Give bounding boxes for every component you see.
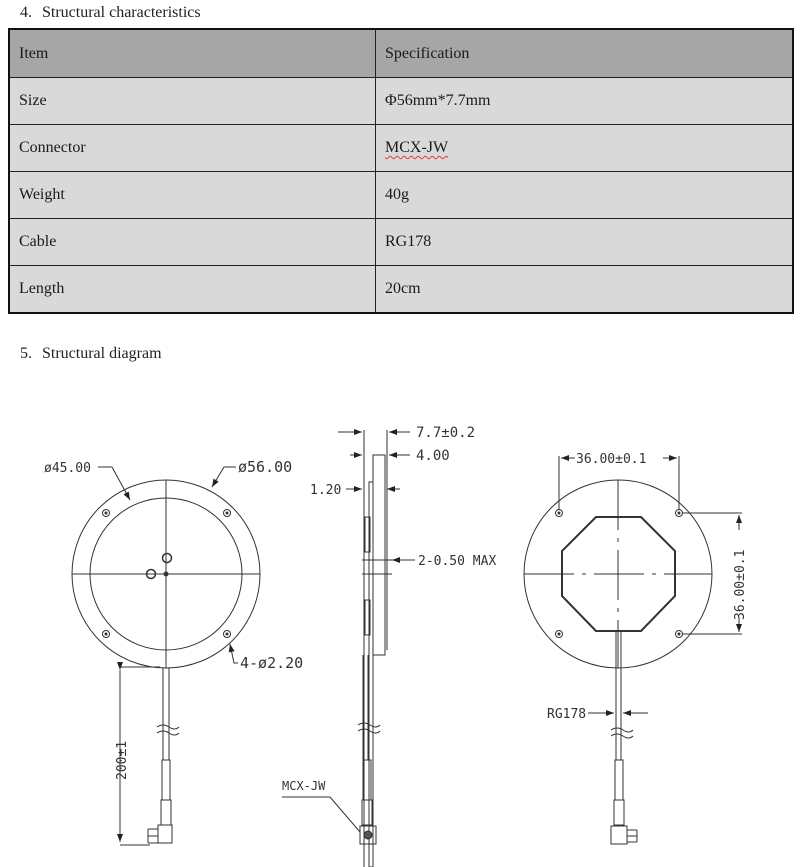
row-item: Weight [8, 171, 376, 219]
cable-length-label: 200±1 [115, 741, 130, 780]
row-item: Size [8, 77, 376, 125]
body-thickness-label: 4.00 [416, 448, 450, 464]
side-view: 7.7±0.2 4.00 1.20 2-0.50 MAX MCX-JW [282, 425, 496, 867]
spellcheck-underlined-text: MCX-JW [385, 139, 449, 156]
holes-label: 4-ø2.20 [240, 654, 303, 672]
connector-label: MCX-JW [282, 779, 326, 793]
back-view: 36.00±0.1 36.00±0.1 RG178 [523, 452, 748, 845]
total-thickness-label: 7.7±0.2 [416, 425, 475, 441]
table-header-row: Item Specification [8, 28, 794, 78]
cable-type-label: RG178 [547, 707, 586, 722]
section-heading-structural-diagram: 5. Structural diagram [20, 345, 162, 363]
front-view: ø45.00 ø56.00 4-ø2.20 200±1 [44, 458, 303, 846]
table-row: Weight 40g [8, 171, 794, 219]
table-row: Connector MCX-JW [8, 124, 794, 172]
row-spec: Φ56mm*7.7mm [375, 77, 794, 125]
table-row: Size Φ56mm*7.7mm [8, 77, 794, 125]
table-row: Cable RG178 [8, 218, 794, 266]
header-item: Item [8, 28, 376, 78]
vertical-spacing-label: 36.00±0.1 [733, 550, 748, 620]
horizontal-spacing-label: 36.00±0.1 [576, 452, 646, 467]
plate-thickness-label: 1.20 [310, 483, 341, 498]
outer-diameter-label: ø56.00 [238, 458, 292, 476]
row-spec: 40g [375, 171, 794, 219]
section-number: 4. [20, 4, 32, 21]
section-heading-structural-characteristics: 4. Structural characteristics [20, 4, 201, 22]
table-row: Length 20cm [8, 265, 794, 314]
mounting-holes [102, 509, 231, 638]
section-title: Structural diagram [42, 345, 162, 362]
protrusion-label: 2-0.50 MAX [418, 554, 496, 569]
row-item: Length [8, 265, 376, 314]
spec-table: Item Specification Size Φ56mm*7.7mm Conn… [8, 28, 794, 314]
row-spec: 20cm [375, 265, 794, 314]
header-specification: Specification [375, 28, 794, 78]
section-title: Structural characteristics [42, 4, 201, 21]
row-item: Connector [8, 124, 376, 172]
row-spec: RG178 [375, 218, 794, 266]
section-number: 5. [20, 345, 32, 362]
inner-diameter-label: ø45.00 [44, 461, 91, 476]
row-item: Cable [8, 218, 376, 266]
row-spec: MCX-JW [375, 124, 794, 172]
structural-diagram: ø45.00 ø56.00 4-ø2.20 200±1 7.7±0. [44, 425, 748, 867]
